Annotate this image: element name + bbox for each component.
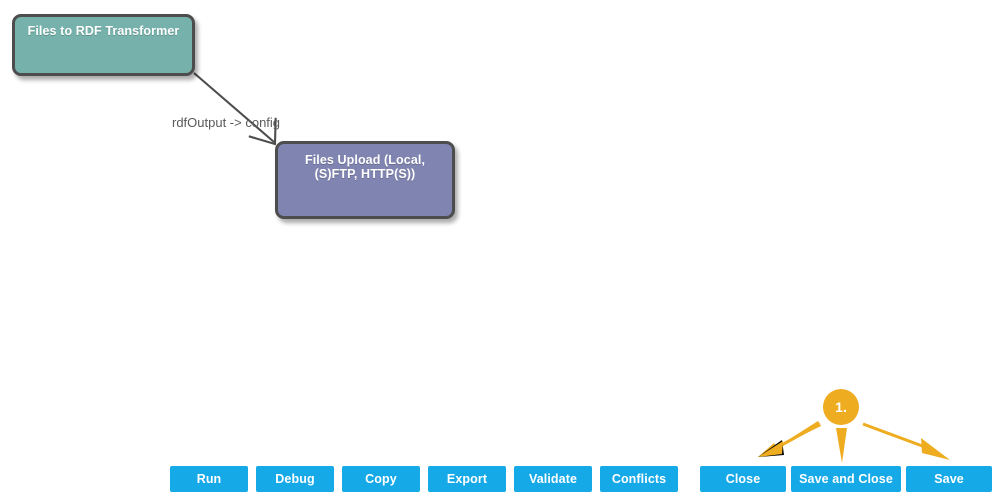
save-button[interactable]: Save bbox=[906, 466, 992, 492]
conflicts-button[interactable]: Conflicts bbox=[600, 466, 678, 492]
graph-node-label: Files Upload (Local, (S)FTP, HTTP(S)) bbox=[304, 153, 426, 181]
edge-label-rdfoutput-config: rdfOutput -> config bbox=[172, 115, 281, 130]
debug-button[interactable]: Debug bbox=[256, 466, 334, 492]
edge-line-transformer-to-upload bbox=[193, 72, 275, 143]
validate-button[interactable]: Validate bbox=[514, 466, 592, 492]
export-button[interactable]: Export bbox=[428, 466, 506, 492]
save-and-close-button[interactable]: Save and Close bbox=[791, 466, 901, 492]
action-toolbar: Run Debug Copy Export Validate Conflicts… bbox=[0, 466, 1002, 504]
graph-node-files-to-rdf-transformer[interactable]: Files to RDF Transformer bbox=[12, 14, 195, 76]
graph-node-label: Files to RDF Transformer bbox=[27, 24, 180, 38]
copy-button[interactable]: Copy bbox=[342, 466, 420, 492]
run-button[interactable]: Run bbox=[170, 466, 248, 492]
graph-node-files-upload[interactable]: Files Upload (Local, (S)FTP, HTTP(S)) bbox=[275, 141, 455, 219]
close-button[interactable]: Close bbox=[700, 466, 786, 492]
